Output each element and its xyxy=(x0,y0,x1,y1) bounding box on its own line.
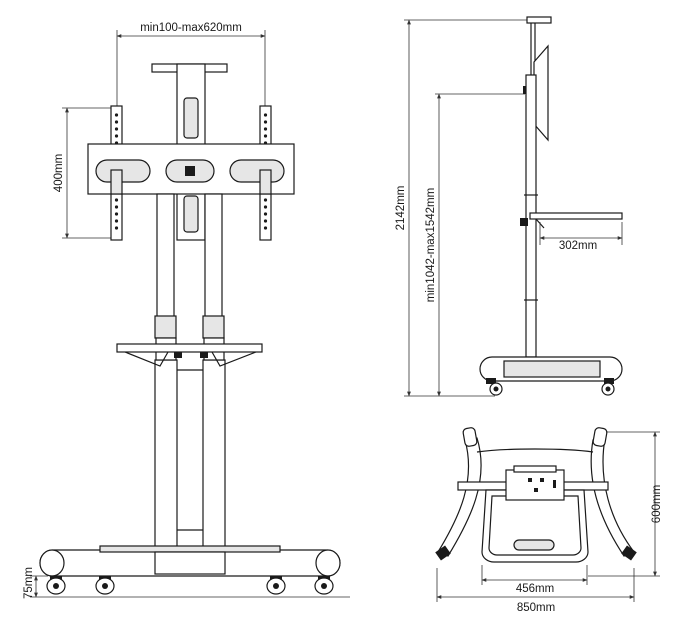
front-view: min100-max620mm 400mm xyxy=(23,22,350,599)
inner-width-label: 456mm xyxy=(516,583,554,595)
base-width-label: 850mm xyxy=(517,602,555,614)
adjust-range-label: min1042-max1542mm xyxy=(425,188,437,302)
base-depth-label: 600mm xyxy=(651,485,663,523)
side-view: 2142mm min1042-max1542mm 302mm xyxy=(395,16,623,397)
shelf-depth-label: 302mm xyxy=(559,240,597,252)
right-column-upper xyxy=(204,193,223,323)
total-height-label: 2142mm xyxy=(395,186,407,231)
front-casters xyxy=(46,576,334,595)
base-height-label: 75mm xyxy=(23,567,35,599)
top-view: 600mm 456mm 850mm xyxy=(435,427,663,614)
front-shelf xyxy=(116,343,263,353)
side-shelf xyxy=(529,212,623,220)
mount-height-label: 400mm xyxy=(53,154,65,192)
right-column-lower xyxy=(202,359,226,549)
top-shelf xyxy=(481,489,589,563)
left-column-upper xyxy=(156,193,175,323)
left-column-lower xyxy=(154,359,178,549)
left-leg xyxy=(437,437,482,557)
mount-width-label: min100-max620mm xyxy=(140,22,242,34)
right-leg xyxy=(590,437,635,557)
